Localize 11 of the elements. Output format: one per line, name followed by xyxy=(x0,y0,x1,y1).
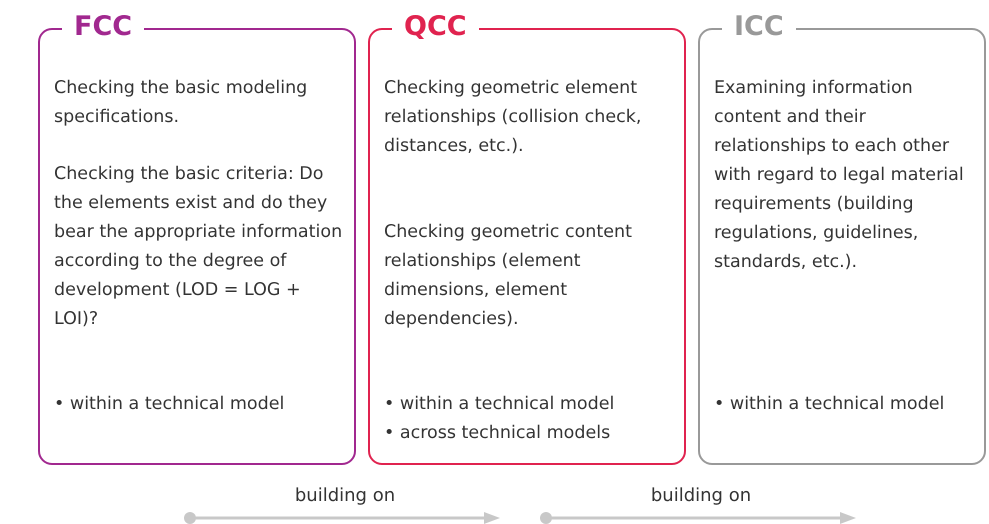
description-text: Checking geometric content relationships (element dimensions, element dependencies). xyxy=(384,221,633,331)
arrow-caption: building on xyxy=(294,484,396,508)
arrow-caption: building on xyxy=(650,484,752,508)
description-text: Checking geometric element relationships (collision check, distances, etc.). xyxy=(384,77,642,158)
bullet-item: • within a technical model xyxy=(384,393,616,416)
bullet-item: • within a technical model xyxy=(54,393,286,416)
description-text: Checking the basic criteria: Do the elements exist and do they bear the appropriate information according to the degree of development (LOD = LOG + LOI)? xyxy=(54,163,344,331)
bullet-item: • within a technical model xyxy=(714,393,946,416)
description-text: Examining information content and their relationships to each other with regard to legal material requirements (building regulations, guidelines, standards, etc.). xyxy=(714,77,965,274)
bullet-item: • across technical models xyxy=(384,422,612,445)
description-text: Checking the basic modeling specifications. xyxy=(54,77,308,129)
